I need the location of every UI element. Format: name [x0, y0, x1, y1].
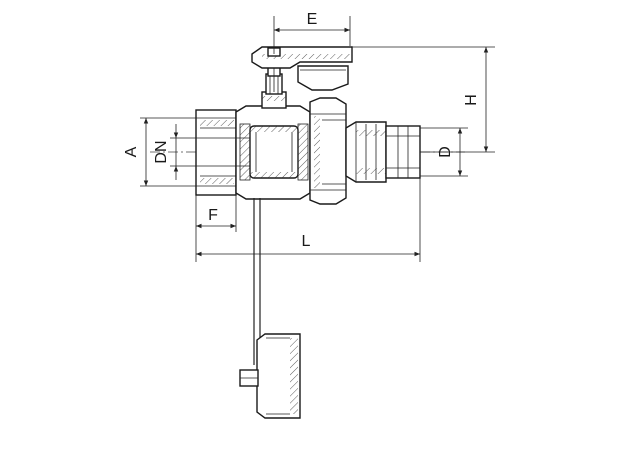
valve-body-left — [195, 109, 237, 196]
dimension-E: E — [273, 11, 351, 54]
valve-body-center — [235, 105, 311, 200]
dimension-label-F: F — [208, 207, 218, 224]
dimension-D: D — [420, 127, 468, 177]
valve-stem — [261, 56, 287, 109]
hose-connector — [345, 121, 421, 183]
dimension-H: H — [352, 46, 495, 153]
dimension-label-E: E — [307, 11, 318, 28]
hex-nut — [309, 97, 347, 205]
butterfly-handle — [251, 46, 353, 91]
dimension-L: L — [196, 178, 421, 262]
dust-cap — [239, 333, 301, 419]
dimension-label-D: D — [437, 146, 454, 158]
dimension-label-H: H — [463, 94, 480, 106]
dimension-label-A: A — [123, 146, 140, 157]
dimension-DN: DN — [153, 124, 250, 180]
dimension-A: A — [123, 117, 196, 187]
dimension-label-L: L — [302, 233, 311, 250]
dimension-F: F — [195, 195, 237, 262]
dimension-label-DN: DN — [153, 140, 170, 163]
